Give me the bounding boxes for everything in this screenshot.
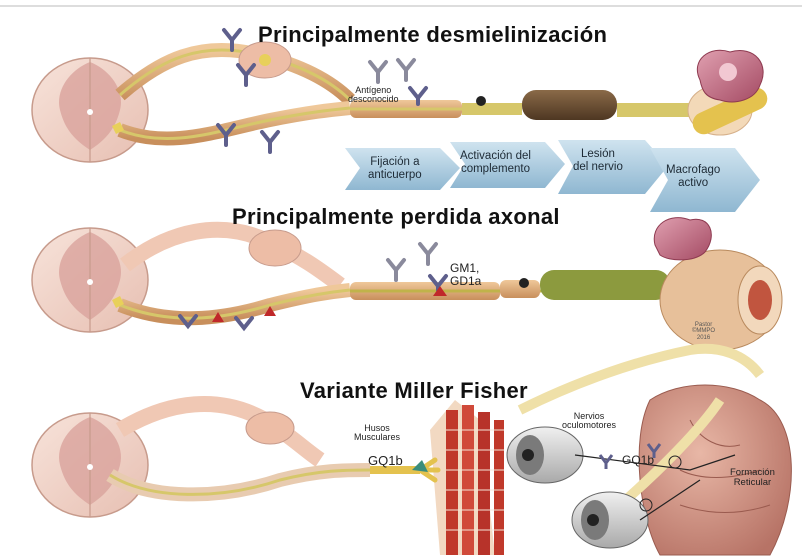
sensory-nerve-root: [120, 42, 350, 100]
gm1-label: GM1,GD1a: [450, 262, 481, 287]
macrophage: [654, 218, 711, 260]
spinal-cord-cross-section: [32, 58, 148, 162]
gq1b-muscle-label: GQ1b: [368, 454, 403, 468]
panel3-title: Variante Miller Fisher: [300, 378, 528, 404]
panel1-title: Principalmente desmielinización: [258, 22, 607, 48]
muscle-spindles: [412, 400, 504, 555]
panel-axonal-loss: [32, 218, 782, 350]
spinal-cord-cross-section: [32, 228, 148, 332]
macrophage: [697, 50, 763, 102]
panel2-title: Principalmente perdida axonal: [232, 204, 560, 230]
panel-demyelination: [32, 30, 771, 212]
gq1b-eye-label: GQ1b: [622, 454, 654, 467]
nerve-roots: [110, 404, 420, 494]
eyes-and-brainstem: [507, 349, 791, 555]
nerve-fiber: [350, 250, 782, 350]
